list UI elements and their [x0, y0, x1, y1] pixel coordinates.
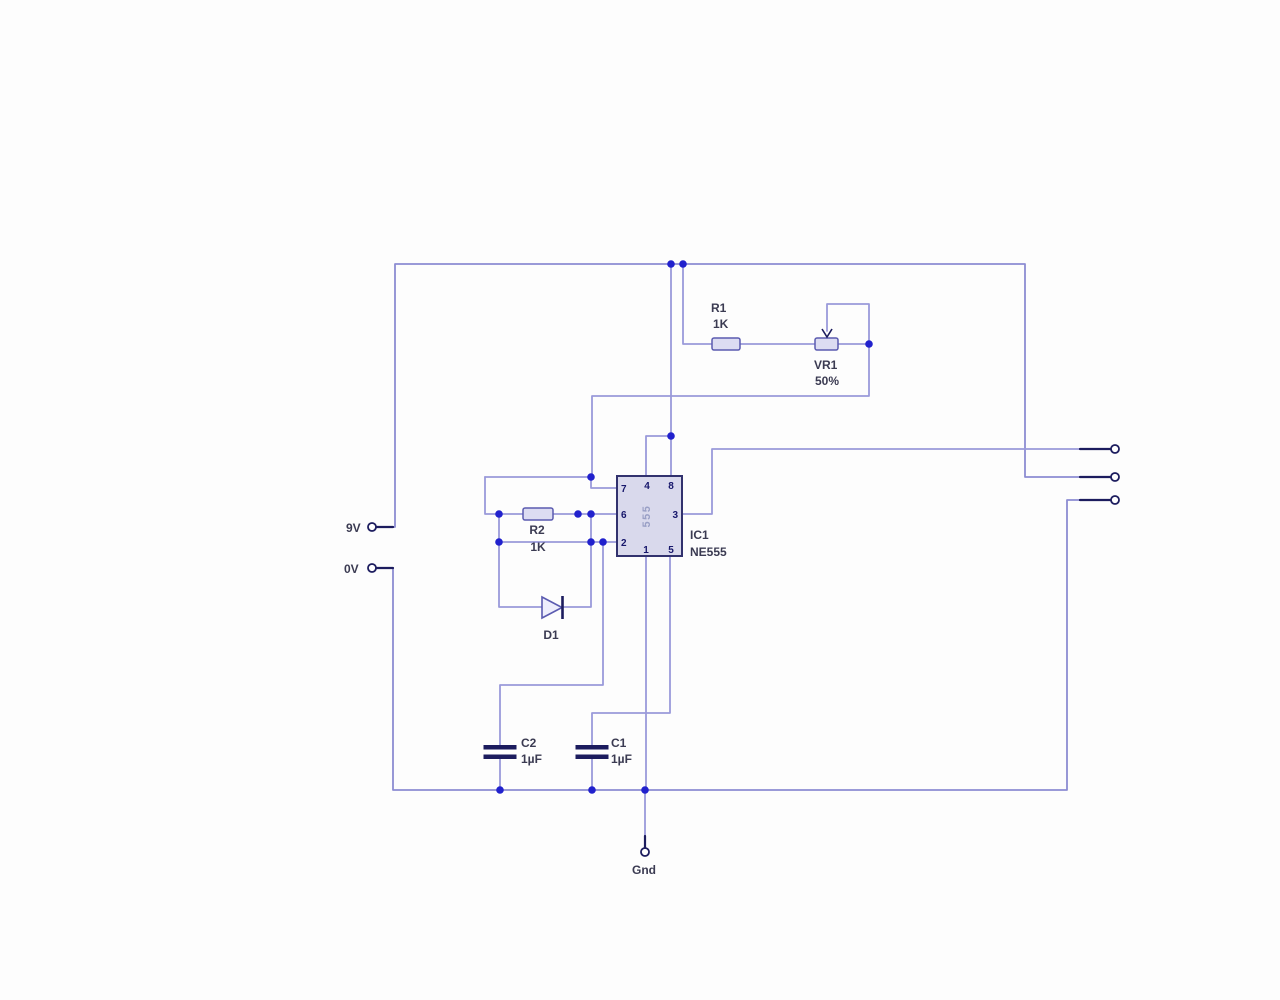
wire-c1-riser — [591, 556, 671, 746]
ic-pin2-number: 2 — [621, 538, 627, 549]
label-c1-ref: C1 — [611, 736, 627, 750]
junction — [587, 473, 595, 481]
junction — [641, 786, 649, 794]
wire-pin7-row — [484, 476, 618, 489]
junction-dots — [495, 260, 873, 794]
wire-c2-riser — [499, 541, 604, 746]
junction — [588, 786, 596, 794]
junction — [574, 510, 582, 518]
ic-pin3-number: 3 — [672, 510, 678, 521]
ic-body[interactable] — [616, 475, 683, 557]
junction — [496, 786, 504, 794]
ic-pin6-number: 6 — [621, 510, 627, 521]
resistor-r2[interactable] — [522, 507, 554, 521]
c2-plate-top — [483, 745, 517, 750]
ic-pin5-number: 5 — [668, 545, 674, 556]
label-gnd: Gnd — [632, 863, 656, 877]
label-r2-value: 1K — [530, 540, 546, 554]
wire-d1-right — [561, 513, 592, 608]
wire-output — [681, 448, 1081, 515]
terminal-out2[interactable] — [1110, 472, 1120, 482]
label-0v: 0V — [344, 562, 359, 576]
ic-555[interactable]: 555 7 6 2 4 8 3 1 5 — [616, 475, 683, 557]
wire-pin4-branch — [645, 435, 672, 477]
label-r1-value: 1K — [713, 317, 729, 331]
label-c2-value: 1µF — [521, 752, 542, 766]
junction — [587, 510, 595, 518]
junction — [587, 538, 595, 546]
terminal-9v[interactable] — [367, 522, 377, 532]
junction — [667, 260, 675, 268]
diode-triangle — [541, 595, 564, 620]
c1-plate-bottom — [575, 754, 609, 759]
label-d1-ref: D1 — [543, 628, 559, 642]
label-group: R1 1K VR1 50% R2 1K D1 C2 1µF C1 1µF IC1… — [344, 301, 839, 877]
label-9v: 9V — [346, 521, 361, 535]
junction — [865, 340, 873, 348]
label-ic1-ref: IC1 — [690, 528, 709, 542]
wire-r1-feed — [682, 263, 713, 345]
ic-pin1-number: 1 — [643, 545, 649, 556]
c2-plate-bottom — [483, 754, 517, 759]
potentiometer-vr1[interactable] — [814, 337, 839, 351]
vr1-wiper-arrow — [821, 328, 833, 339]
wire-vr1-return — [591, 343, 870, 478]
junction — [599, 538, 607, 546]
label-ic1-part: NE555 — [690, 545, 727, 559]
wire-positive-rail — [391, 263, 1081, 528]
ic-pin8-number: 8 — [668, 481, 674, 492]
label-c2-ref: C2 — [521, 736, 537, 750]
label-vr1-value: 50% — [815, 374, 839, 388]
wire-vr1-wiper-loop — [826, 303, 870, 345]
junction — [679, 260, 687, 268]
capacitor-c1[interactable] — [575, 745, 609, 759]
label-r1-ref: R1 — [711, 301, 727, 315]
ic-pin4-number: 4 — [644, 481, 650, 492]
junction — [495, 510, 503, 518]
label-c1-value: 1µF — [611, 752, 632, 766]
label-vr1-ref: VR1 — [814, 358, 838, 372]
resistor-r1[interactable] — [711, 337, 741, 351]
c1-plate-top — [575, 745, 609, 750]
terminal-gnd[interactable] — [640, 847, 650, 857]
terminal-out3[interactable] — [1110, 495, 1120, 505]
ic-chip-text: 555 — [641, 505, 653, 528]
terminal-lead-group — [374, 447, 1113, 850]
wire-left-loop — [484, 476, 500, 515]
ic-pin7-number: 7 — [621, 484, 627, 495]
terminal-group — [367, 444, 1120, 857]
terminal-out1[interactable] — [1110, 444, 1120, 454]
junction — [667, 432, 675, 440]
label-r2-ref: R2 — [529, 523, 545, 537]
terminal-0v[interactable] — [367, 563, 377, 573]
junction — [495, 538, 503, 546]
diode-d1[interactable] — [541, 595, 564, 620]
capacitor-c2[interactable] — [483, 745, 517, 759]
